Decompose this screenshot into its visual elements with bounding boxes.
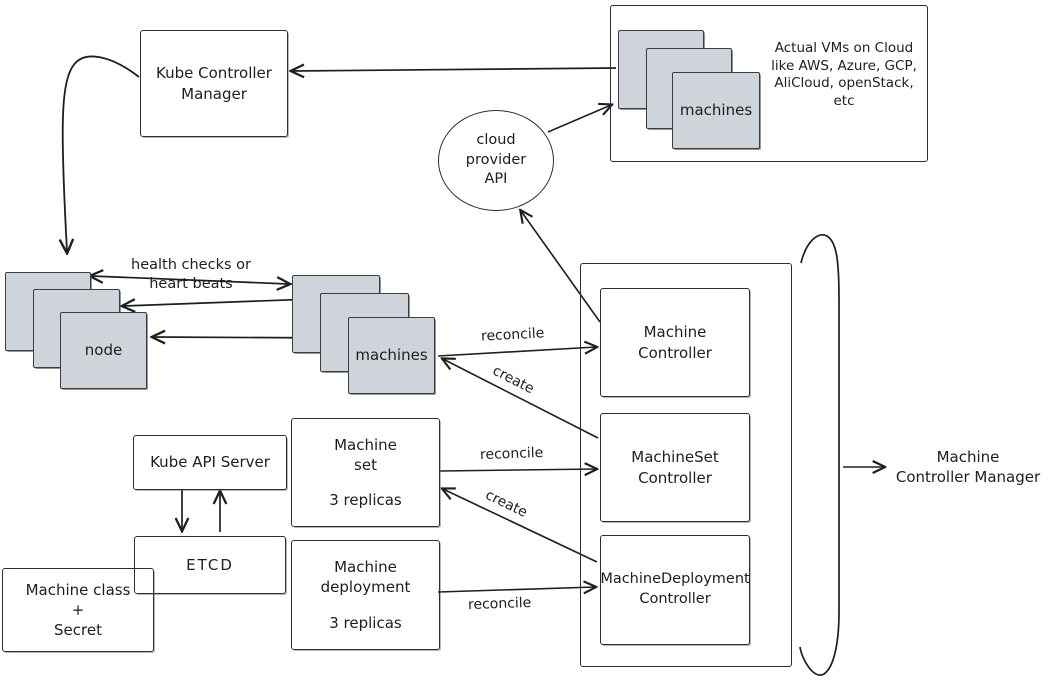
arrow-machinedeployment-controller-create-machineset <box>443 489 598 563</box>
etcd-box: ETCD <box>134 536 286 594</box>
machineset-controller-line2: Controller <box>638 468 712 487</box>
cloud-provider-api-line3: API <box>484 171 508 188</box>
kube-controller-manager-label: Kube Controller Manager <box>156 64 272 103</box>
machineset-controller-label: MachineSet Controller <box>631 447 718 488</box>
kube-api-server-box: Kube API Server <box>133 435 287 490</box>
machine-deployment-box: Machine deployment 3 replicas <box>291 540 440 650</box>
machine-controller-manager-label: Machine Controller Manager <box>888 448 1048 487</box>
kube-controller-manager-box: Kube Controller Manager <box>140 30 288 137</box>
controllers-container <box>580 263 792 667</box>
machines-stack-label: machines <box>355 346 428 365</box>
machine-deployment-line1: Machine <box>334 558 397 577</box>
machinedeployment-controller-box: MachineDeployment Controller <box>600 535 750 645</box>
etcd-label: ETCD <box>186 555 234 574</box>
cloud-vms-note-line1: Actual VMs on Cloud <box>774 40 914 56</box>
arrow-machines-reconcile <box>437 347 596 357</box>
machine-deployment-label: Machine deployment 3 replicas <box>321 557 411 633</box>
machine-class-line3: Secret <box>54 621 102 640</box>
arrow-node-machines-middle <box>123 299 313 306</box>
brace-machine-controller-manager <box>799 234 840 676</box>
cloud-vms-note-line2: like AWS, Azure, GCP, <box>771 57 917 74</box>
health-checks-line1: health checks or <box>131 257 251 273</box>
machine-deployment-line2: deployment <box>320 578 411 597</box>
machine-class-secret-box: Machine class + Secret <box>2 568 154 652</box>
arrow-machinedeployment-reconcile <box>437 587 595 592</box>
mcm-line2: Controller Manager <box>895 467 1041 486</box>
machine-class-secret-label: Machine class + Secret <box>26 580 131 641</box>
arrow-cloud-api-to-vms <box>547 105 611 133</box>
machineset-reconcile-label: reconcile <box>479 444 544 464</box>
arrow-kube-controller-manager-to-node <box>63 55 140 252</box>
machinedeployment-reconcile-label: reconcile <box>467 594 532 614</box>
machine-controller-line1: Machine <box>643 323 707 342</box>
cloud-provider-api-line1: cloud <box>476 132 516 149</box>
node-stack-label: node <box>84 341 123 360</box>
cloud-provider-api-circle: cloud provider API <box>438 110 554 211</box>
health-checks-label: health checks or heart beats <box>110 256 272 294</box>
machine-set-line1: Machine <box>334 435 397 454</box>
cloud-vms-note: Actual VMs on Cloud like AWS, Azure, GCP… <box>763 40 925 110</box>
machine-set-label: Machine set 3 replicas <box>329 435 402 511</box>
machine-set-box: Machine set 3 replicas <box>291 418 440 527</box>
arrow-machineset-reconcile <box>439 469 596 471</box>
machine-set-replicas: 3 replicas <box>329 491 402 510</box>
machine-controller-line2: Controller <box>638 343 712 362</box>
node-square-front: node <box>60 312 147 389</box>
machine-set-line2: set <box>354 455 377 474</box>
machinedeployment-controller-label: MachineDeployment Controller <box>600 570 749 609</box>
machinedeployment-controller-line2: Controller <box>639 591 711 607</box>
cloud-provider-api-label: cloud provider API <box>466 131 526 190</box>
machinedeployment-controller-line1: MachineDeployment <box>600 571 750 588</box>
machines-square-front: machines <box>348 317 435 394</box>
arrow-vms-to-kube-controller-manager <box>292 68 617 71</box>
machine-controller-label: Machine Controller <box>638 322 712 363</box>
machine-class-line1: Machine class <box>25 580 131 599</box>
machine-deployment-replicas: 3 replicas <box>329 613 402 632</box>
machine-controller-box: Machine Controller <box>600 288 750 397</box>
machineset-controller-line1: MachineSet <box>631 448 719 467</box>
arrow-machine-controller-to-cloud-api <box>521 211 601 323</box>
cloud-vms-note-line3: AliCloud, openStack, etc <box>774 75 914 109</box>
cloud-vms-box <box>610 5 928 162</box>
health-checks-line2: heart beats <box>149 275 233 292</box>
cloud-vms-stack-label: machines <box>679 101 753 120</box>
arrow-machineset-controller-create-machines <box>443 359 599 439</box>
kube-api-server-label: Kube API Server <box>150 453 270 472</box>
arrow-node-machines-health-checks <box>91 276 289 284</box>
cloud-provider-api-line2: provider <box>465 151 527 168</box>
machine-class-line2: + <box>71 600 85 619</box>
cloud-vms-square-front: machines <box>672 72 760 149</box>
machines-reconcile-label: reconcile <box>480 325 545 345</box>
mcm-line1: Machine <box>936 448 1000 466</box>
machineset-controller-box: MachineSet Controller <box>600 413 750 522</box>
